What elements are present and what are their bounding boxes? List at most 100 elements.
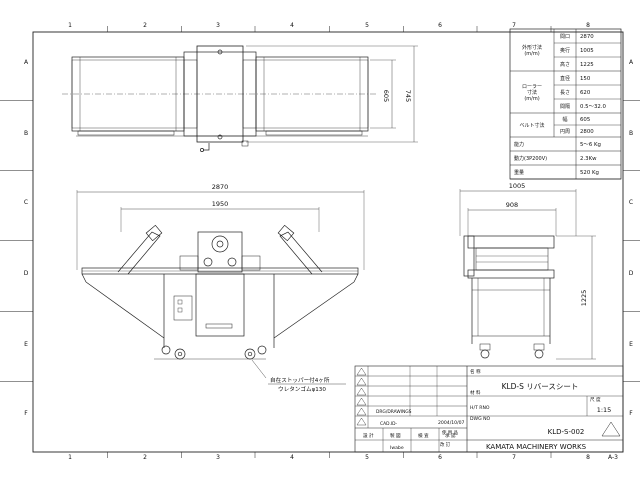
drg-label: DRG/DRAWINGS bbox=[376, 409, 412, 415]
dim-1950: 1950 bbox=[212, 200, 229, 208]
spec-label: 間隔 bbox=[560, 103, 570, 110]
spec-value: 2870 bbox=[580, 34, 594, 40]
row-label: D bbox=[24, 270, 29, 277]
column-label: 1 bbox=[68, 22, 72, 29]
check-label: 検 査 bbox=[418, 432, 429, 439]
row-label: A bbox=[629, 59, 634, 66]
spec-group: (m/m) bbox=[524, 96, 539, 102]
spec-value: 605 bbox=[580, 117, 590, 123]
top-view bbox=[62, 45, 418, 152]
spec-value: 1225 bbox=[580, 62, 594, 68]
dwg-label: DWG NO bbox=[470, 416, 491, 422]
row-label: A bbox=[24, 59, 29, 66]
drafter-name: Iwabe bbox=[390, 445, 404, 451]
spec-label: 高さ bbox=[560, 61, 570, 68]
column-label: 2 bbox=[143, 22, 147, 29]
spec-label: 長さ bbox=[560, 89, 570, 96]
revision-triangle bbox=[356, 377, 367, 386]
spec-value: 620 bbox=[580, 90, 591, 96]
qty-label: 使 用 品 bbox=[442, 429, 459, 436]
spec-group: 外形寸法 bbox=[522, 44, 542, 51]
sheet-border bbox=[32, 31, 624, 453]
column-label: 2 bbox=[143, 454, 147, 461]
title-block bbox=[354, 365, 624, 453]
spec-value: 2.3Kw bbox=[580, 156, 597, 162]
spec-label: 円周 bbox=[560, 129, 570, 135]
cad-label: CAD.ID- bbox=[380, 421, 398, 427]
revision-triangle bbox=[356, 387, 367, 396]
row-label: E bbox=[24, 341, 28, 348]
dim-605: 605 bbox=[382, 90, 390, 102]
spec-group: 寸法 bbox=[527, 89, 537, 96]
column-label: 4 bbox=[290, 454, 294, 461]
spec-label: 直径 bbox=[560, 75, 570, 82]
column-labels: 1 1 2 2 3 3 4 4 5 5 6 6 7 7 8 8 bbox=[68, 22, 590, 461]
column-label: 7 bbox=[512, 454, 516, 461]
revision-triangle bbox=[356, 407, 367, 416]
dim-2870: 2870 bbox=[212, 183, 229, 191]
drawing-date: 2004/10/07 bbox=[438, 420, 465, 426]
page-label: A-3 bbox=[608, 454, 618, 461]
spec-value: 520 Kg bbox=[580, 170, 599, 176]
design-label: 設 計 bbox=[363, 432, 374, 439]
spec-label: 幅 bbox=[562, 116, 567, 123]
column-label: 1 bbox=[68, 454, 72, 461]
draw-label: 製 図 bbox=[390, 432, 401, 439]
row-label: E bbox=[629, 341, 633, 348]
spec-label: 奥行 bbox=[560, 47, 570, 54]
column-label: 8 bbox=[586, 454, 590, 461]
spec-value: 1005 bbox=[580, 48, 594, 54]
spec-value: 5〜6 Kg bbox=[580, 142, 601, 148]
spec-group: 重量 bbox=[514, 169, 524, 176]
row-label: B bbox=[629, 130, 633, 137]
callout-casters: 自在ストッパー付4ヶ所 bbox=[270, 376, 330, 384]
spec-value: 2800 bbox=[580, 129, 594, 135]
approve-label: 承 認 bbox=[445, 432, 456, 439]
spec-group: ベルト寸法 bbox=[519, 122, 544, 129]
column-label: 3 bbox=[216, 454, 220, 461]
row-label: C bbox=[24, 199, 28, 206]
hr-label: H/T RNO bbox=[470, 405, 490, 411]
revision-triangle bbox=[356, 397, 367, 406]
column-label: 5 bbox=[365, 22, 369, 29]
dwg-number: KLD-S-002 bbox=[548, 428, 585, 436]
row-label: B bbox=[24, 130, 28, 137]
revision-triangle bbox=[356, 367, 367, 376]
column-label: 6 bbox=[438, 454, 442, 461]
spec-group: (m/m) bbox=[524, 51, 539, 57]
spec-group: 動力(3P200V) bbox=[514, 155, 547, 162]
revision-label: 改 訂 bbox=[440, 441, 451, 448]
row-label: C bbox=[629, 199, 633, 206]
column-label: 6 bbox=[438, 22, 442, 29]
column-label: 8 bbox=[586, 22, 590, 29]
spec-table: 間口 2870 奥行 1005 高さ 1225 直径 150 長さ 620 間隔 0.5〜32.0 幅 6… bbox=[509, 28, 622, 180]
scale-value: 1:15 bbox=[597, 406, 612, 414]
column-label: 3 bbox=[216, 22, 220, 29]
company-name: KAMATA MACHINERY WORKS bbox=[486, 443, 587, 451]
callout-urethane: ウレタンゴムφ130 bbox=[278, 385, 326, 393]
revision-triangle bbox=[356, 417, 367, 426]
row-label: D bbox=[629, 270, 634, 277]
dim-1005: 1005 bbox=[509, 182, 526, 190]
row-label: F bbox=[24, 410, 28, 417]
spec-value: 0.5〜32.0 bbox=[580, 104, 607, 110]
side-view bbox=[459, 189, 596, 360]
spec-label: 間口 bbox=[560, 34, 570, 40]
spec-group: 能力 bbox=[514, 141, 524, 148]
revision-marks bbox=[356, 367, 367, 426]
material-label: 材 料 bbox=[470, 389, 481, 396]
name-label: 名 称 bbox=[470, 368, 481, 375]
drawing-title: KLD-S リバースシート bbox=[502, 382, 579, 391]
column-label: 7 bbox=[512, 22, 516, 29]
column-label: 4 bbox=[290, 22, 294, 29]
dim-745: 745 bbox=[404, 90, 412, 102]
spec-value: 150 bbox=[580, 76, 591, 82]
dim-1225: 1225 bbox=[580, 290, 588, 307]
column-label: 5 bbox=[365, 454, 369, 461]
spec-group: ローラー bbox=[522, 84, 542, 90]
front-view bbox=[76, 190, 365, 379]
scale-label: 尺 度 bbox=[590, 396, 601, 403]
